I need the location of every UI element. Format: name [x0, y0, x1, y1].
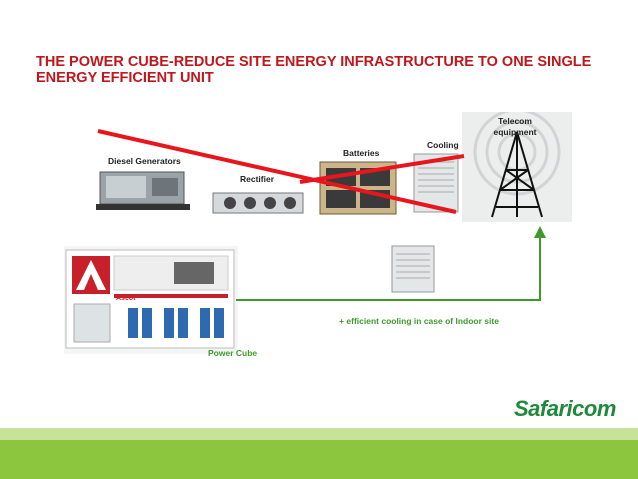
diesel-generator-image: [94, 166, 192, 214]
power-cube-image: [64, 246, 238, 354]
strike-line-2: [299, 154, 465, 184]
label-cooling: Cooling: [427, 140, 459, 150]
strike-line-1: [97, 129, 457, 214]
indoor-cooling-image: [390, 244, 436, 294]
label-power-cube: Power Cube: [208, 348, 258, 358]
label-rectifier: Rectifier: [240, 174, 275, 184]
label-efficient-cooling: + efficient cooling in case of Indoor si…: [339, 316, 499, 326]
power-flow-line: [236, 236, 541, 301]
footer-highlight: [0, 428, 638, 440]
label-diesel-generators: Diesel Generators: [108, 156, 181, 166]
slide-title: THE POWER CUBE-REDUCE SITE ENERGY INFRAS…: [36, 54, 592, 86]
arrow-head: [534, 226, 546, 238]
power-cube-brand: Ascot: [116, 295, 136, 302]
rectifier-image: [212, 190, 304, 216]
safaricom-logo: Safaricom: [514, 396, 616, 421]
label-telecom-equipment: Telecom equipment: [493, 116, 537, 137]
label-batteries: Batteries: [343, 148, 380, 158]
telecom-tower-image: [462, 108, 572, 222]
